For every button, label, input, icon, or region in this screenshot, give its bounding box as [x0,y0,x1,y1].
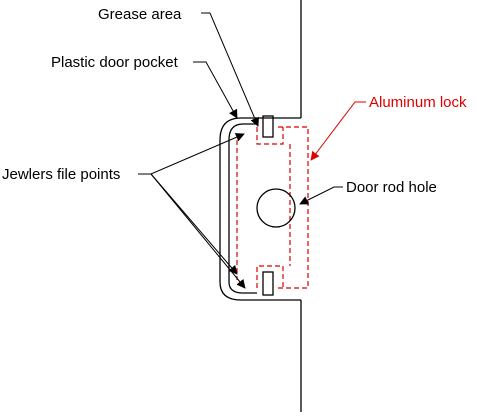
aluminum-lock [236,126,309,289]
plastic-door-pocket-outline [219,117,301,301]
jewlers-file-leader-top [138,133,245,175]
door-rod-hole-leader [299,186,343,205]
jewlers-file-leader-bottom [150,173,246,289]
label-grease-area: Grease area [98,6,182,23]
label-door-rod-hole: Door rod hole [346,179,437,196]
label-jewlers-file-points: Jewlers file points [2,166,120,183]
plastic-door-pocket-leader [193,61,238,119]
grease-slot-bottom [262,271,274,296]
grease-slot-top [262,115,274,138]
grease-area-leader [201,12,259,127]
plastic-door-pocket-inner [228,123,257,294]
door-rod-hole [256,188,296,228]
label-aluminum-lock: Aluminum lock [369,94,467,111]
aluminum-lock-leader[interactable] [310,101,366,161]
label-plastic-door-pocket: Plastic door pocket [51,54,179,71]
